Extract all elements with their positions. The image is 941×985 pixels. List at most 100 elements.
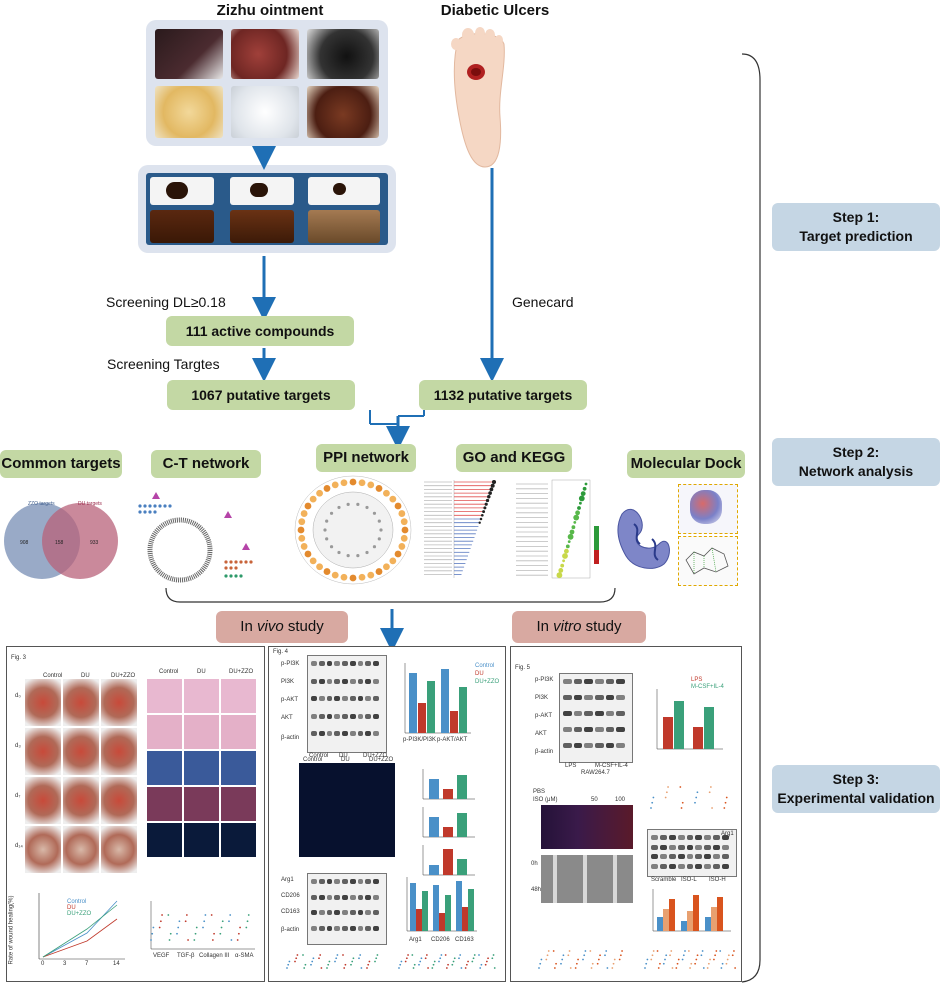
dot-point — [605, 950, 608, 952]
blot-band — [677, 863, 685, 869]
blot-band — [326, 696, 333, 702]
go-bar-dot — [490, 483, 495, 488]
dot-point — [367, 963, 370, 966]
dot-point — [645, 962, 648, 965]
dot-point — [413, 963, 416, 966]
dot-point — [458, 957, 460, 960]
ppi-inner-node — [372, 511, 377, 515]
dot-point — [210, 914, 213, 916]
blot-band — [595, 727, 604, 732]
dot-point — [336, 954, 339, 956]
kegg-bubble — [562, 559, 565, 563]
dot-point — [375, 957, 378, 960]
dot-point — [720, 967, 723, 969]
blot-band — [373, 894, 379, 900]
dot-point — [204, 914, 207, 916]
blot-band — [686, 844, 694, 850]
go-enrichment-chart — [420, 476, 510, 586]
dot-point — [411, 954, 414, 956]
wound-photo — [25, 777, 61, 824]
blot-band — [342, 661, 348, 666]
dot-point — [669, 954, 671, 957]
dot-point — [400, 960, 403, 963]
dot-point — [335, 957, 338, 960]
blot-band — [349, 894, 356, 900]
fig3-day-3: d₃ — [15, 743, 21, 749]
dot-point — [150, 939, 152, 941]
blot-band — [326, 678, 333, 684]
fig5-iso-h: ISO-H — [709, 877, 726, 883]
dot-point — [664, 958, 666, 961]
dot-point — [431, 967, 434, 969]
ppi-node — [300, 543, 308, 550]
blot-band — [677, 835, 685, 840]
dot-point — [618, 958, 621, 961]
step-3-title: Step 3: — [832, 771, 880, 787]
dot-point — [659, 962, 661, 965]
ppi-inner-node — [365, 505, 369, 510]
dot-point — [452, 960, 455, 963]
dot-point — [447, 963, 449, 966]
dot-point — [176, 932, 178, 935]
wound-photo — [101, 826, 137, 873]
blot-band — [326, 910, 333, 915]
fig4-marker-blot — [307, 873, 387, 945]
dot-point — [425, 954, 428, 956]
dot-point — [485, 960, 488, 963]
quant-bar — [429, 779, 439, 799]
blot-band — [342, 713, 348, 719]
blot-band — [334, 678, 341, 684]
fig3-mrna-dotplot — [150, 901, 255, 950]
fig5-blot-row-4: β-actin — [535, 749, 554, 755]
ppi-node — [340, 573, 348, 581]
blot-band — [318, 925, 325, 931]
dot-point — [493, 967, 496, 969]
wound-photo-grid — [25, 679, 137, 875]
blot-band — [722, 854, 729, 859]
dot-point — [376, 954, 379, 956]
dot-point — [194, 932, 197, 935]
dot-point — [158, 926, 161, 929]
blot-band — [357, 696, 364, 702]
blot-band — [349, 731, 356, 737]
dot-point — [606, 967, 609, 969]
common-targets-label: Common targets — [0, 450, 122, 478]
dot-point — [427, 967, 429, 969]
kegg-bubble — [573, 514, 580, 521]
fig3-xtick-0: 0 — [41, 961, 45, 967]
dot-point — [650, 807, 652, 809]
dot-point — [439, 957, 442, 960]
kegg-bubble — [577, 506, 581, 510]
fig4-blot-row-3: AKT — [281, 715, 293, 721]
blot-band — [318, 910, 325, 915]
blot-band — [334, 661, 341, 666]
dot-point — [682, 954, 685, 957]
blot-band — [365, 713, 372, 719]
blot-band — [365, 731, 372, 737]
blot-band — [722, 835, 729, 840]
fig3-day-7: d₇ — [15, 793, 21, 799]
dot-point — [295, 957, 298, 960]
dot-point — [545, 958, 548, 961]
fig5-time-48h: 48h — [531, 887, 542, 893]
dot-point — [312, 957, 315, 960]
dot-point — [230, 939, 233, 941]
fig5-blot2-row-0: Arg1 — [721, 831, 734, 837]
blot-band — [334, 731, 341, 737]
ppi-node — [340, 479, 348, 487]
dot-point — [656, 950, 659, 952]
quant-bar — [443, 849, 453, 875]
step-1-subtitle: Target prediction — [799, 228, 913, 244]
fig3-label: Fig. 3 — [11, 655, 27, 661]
ppi-node — [383, 563, 390, 571]
dot-point — [342, 954, 344, 956]
dot-point — [583, 954, 586, 957]
fig4-blot-group-duzzo: DU+ZZO — [363, 753, 388, 759]
blot-band — [311, 713, 317, 719]
fig5-iso-scramble: Scramble — [651, 877, 677, 883]
kegg-bubble — [565, 544, 570, 549]
fig5-cell-line: RAW264.7 — [581, 770, 610, 776]
dot-point — [169, 932, 172, 935]
dot-point — [228, 920, 230, 923]
dot-point — [665, 791, 668, 794]
